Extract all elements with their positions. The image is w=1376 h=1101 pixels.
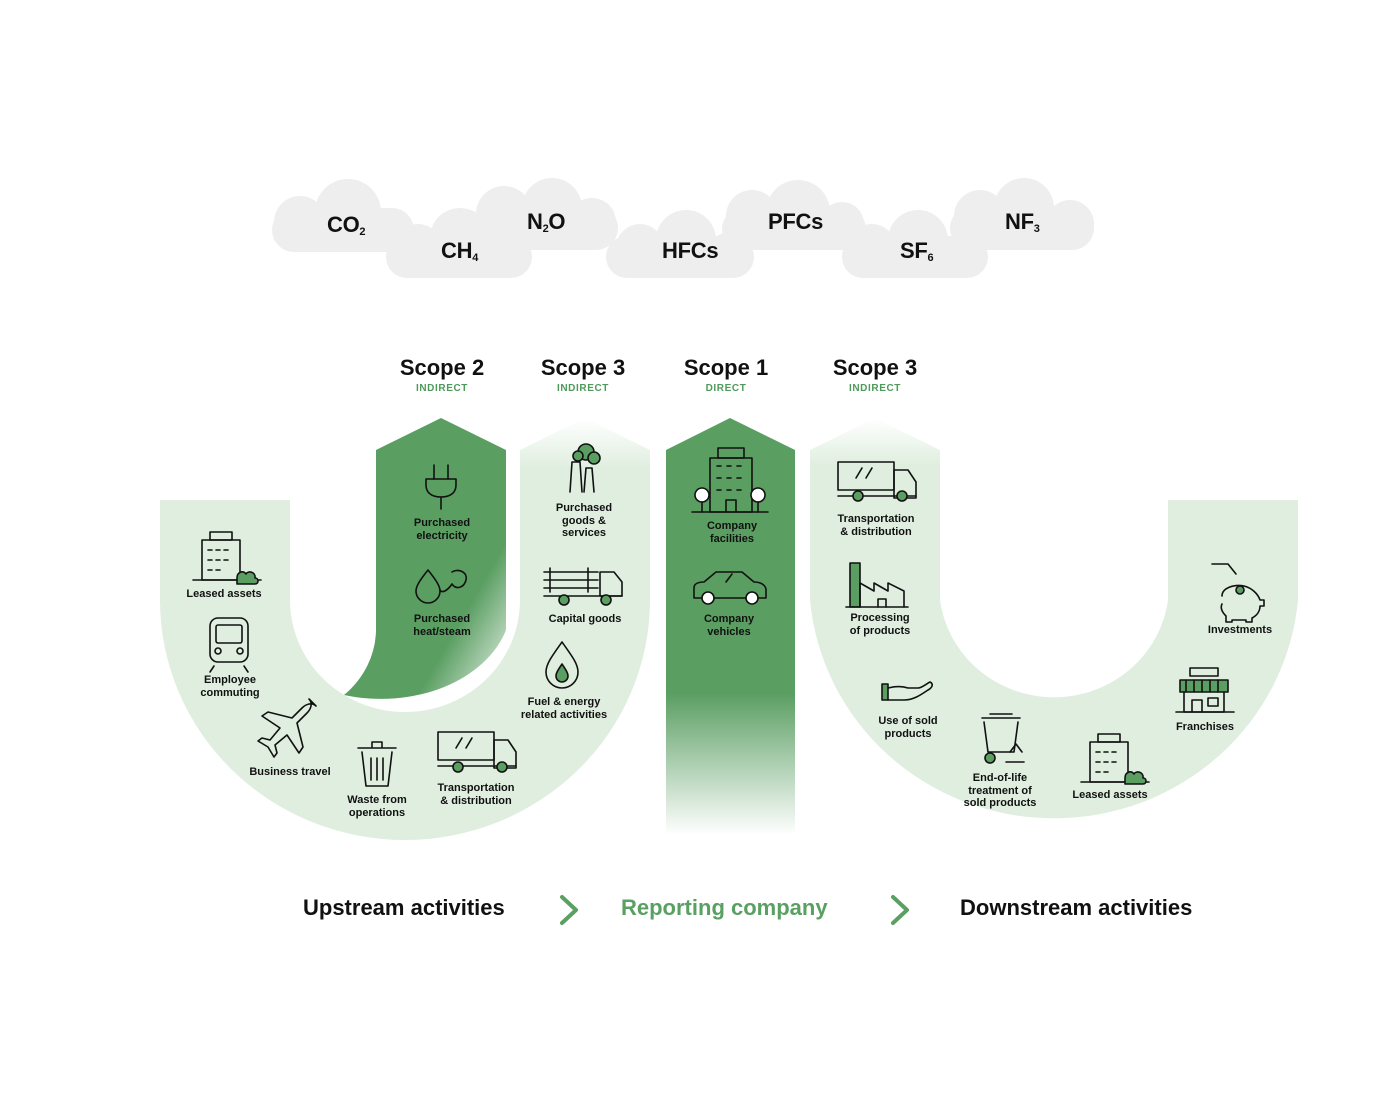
item-label-transportation-downstream: Transportation & distribution [837,513,915,538]
car-icon [693,571,767,605]
gas-label: CH4 [441,238,479,264]
trash-can-icon [357,741,397,787]
gas-label: SF6 [900,238,934,264]
item-label-purchased-electricity: Purchased electricity [413,517,471,542]
chevron-right-icon [560,895,578,925]
item-label-company-vehicles: Company vehicles [703,613,755,638]
factory-icon [845,562,909,608]
truck-icon [437,731,517,773]
cloud-co2 [272,179,414,252]
item-label-company-facilities: Company facilities [706,520,758,545]
item-label-leased-assets-downstream: Leased assets [1072,789,1148,801]
item-label-processing: Processing of products [849,612,911,637]
scope-header: Scope 2 INDIRECT [372,355,512,394]
flow-reporting-label: Reporting company [621,895,828,920]
recycle-bin-icon [981,713,1025,764]
piggy-bank-icon [1211,563,1265,623]
item-label-leased-assets: Leased assets [186,588,262,600]
item-label-employee-commuting: Employee commuting [200,674,260,699]
item-label-franchises: Franchises [1175,721,1235,733]
item-label-investments: Investments [1207,624,1273,636]
cloud-pfcs [722,180,866,250]
cloud-n2o [472,178,618,250]
gas-label: HFCs [662,238,719,263]
item-label-waste: Waste from operations [347,794,407,819]
item-label-business-travel: Business travel [249,766,331,778]
gas-label: PFCs [768,209,824,234]
office-building-icon [691,447,769,513]
item-label-capital-goods: Capital goods [548,613,622,625]
downstream-band [810,418,1298,819]
scope-type: INDIRECT [415,383,469,394]
item-label-purchased-goods: Purchased goods & services [555,502,613,539]
building-icon [1080,733,1150,785]
log-truck-icon [543,567,623,606]
scope-type: DIRECT [705,383,747,394]
gas-label: NF3 [1005,209,1040,235]
gas-label: N2O [527,209,566,235]
plug-icon [425,464,457,510]
goods-icon [569,443,601,493]
scope-header: Scope 3 INDIRECT [513,355,653,394]
cloud-hfcs [606,210,754,278]
chevron-right-icon [891,895,909,925]
scope-type: INDIRECT [848,383,902,394]
scope-type: INDIRECT [556,383,610,394]
upstream-band [160,418,650,840]
airplane-icon [257,698,317,758]
scope-header: Scope 3 INDIRECT [805,355,945,394]
scope1-band [666,418,795,835]
scope-title: Scope 2 [399,355,485,380]
steam-drop-icon [415,569,468,604]
train-icon [209,617,249,673]
scope-header: Scope 1 DIRECT [656,355,796,394]
cloud-nf3 [950,178,1094,250]
item-label-purchased-heat: Purchased heat/steam [413,613,471,638]
flow-upstream-label: Upstream activities [303,895,505,920]
flow-downstream-label: Downstream activities [960,895,1193,920]
scope-title: Scope 3 [540,355,626,380]
clouds-group [272,178,1094,278]
building-icon [192,531,262,585]
flame-icon [545,641,579,689]
scope-title: Scope 1 [683,355,769,380]
scope2-band [344,418,506,699]
storefront-icon [1175,667,1235,713]
hand-icon [881,681,933,701]
item-label-transportation-upstream: Transportation & distribution [437,782,515,807]
scope-title: Scope 3 [832,355,918,380]
truck-icon [837,461,917,502]
gas-label: CO2 [327,212,366,238]
item-label-use-of-sold: Use of sold products [878,715,938,740]
item-label-fuel-energy: Fuel & energy related activities [520,696,608,721]
item-label-end-of-life: End-of-life treatment of sold products [963,772,1037,809]
